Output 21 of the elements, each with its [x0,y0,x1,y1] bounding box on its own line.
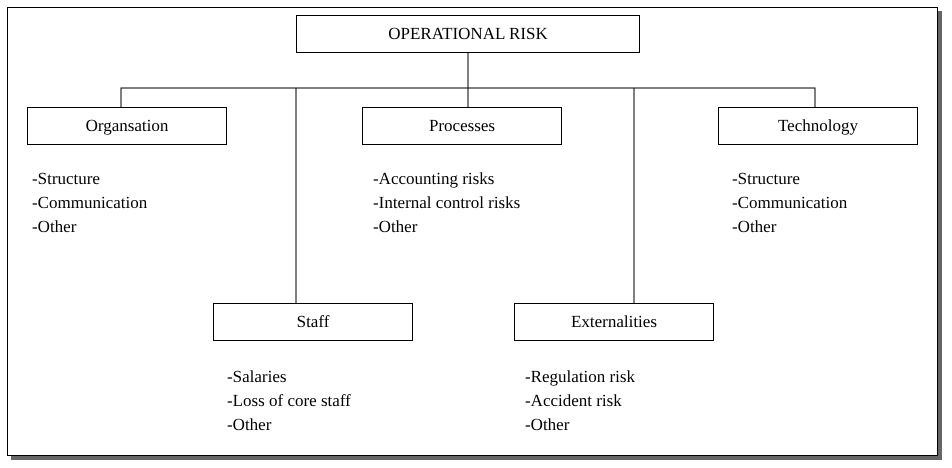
list-item: -Communication [732,192,848,214]
list-item: -Salaries [227,366,288,388]
list-item: -Accounting risks [373,168,496,190]
category-box: Organsation [27,107,227,145]
list-item: -Other [32,216,78,238]
category-box: Staff [213,303,413,341]
title-box: OPERATIONAL RISK [296,15,640,53]
list-item: -Structure [732,168,801,190]
category-box: Externalities [514,303,714,341]
list-item: -Other [525,414,570,436]
list-item: -Communication [32,192,148,214]
list-item: -Accident risk [525,390,623,412]
list-item: -Structure [32,168,101,190]
list-item: -Other [373,216,418,238]
list-item: -Internal control risks [373,192,520,214]
list-item: -Other [732,216,778,238]
list-item: -Loss of core staff [227,390,351,412]
list-item: -Regulation risk [525,366,636,388]
list-item: -Other [227,414,272,436]
category-box: Technology [718,107,918,145]
category-box: Processes [362,107,562,145]
